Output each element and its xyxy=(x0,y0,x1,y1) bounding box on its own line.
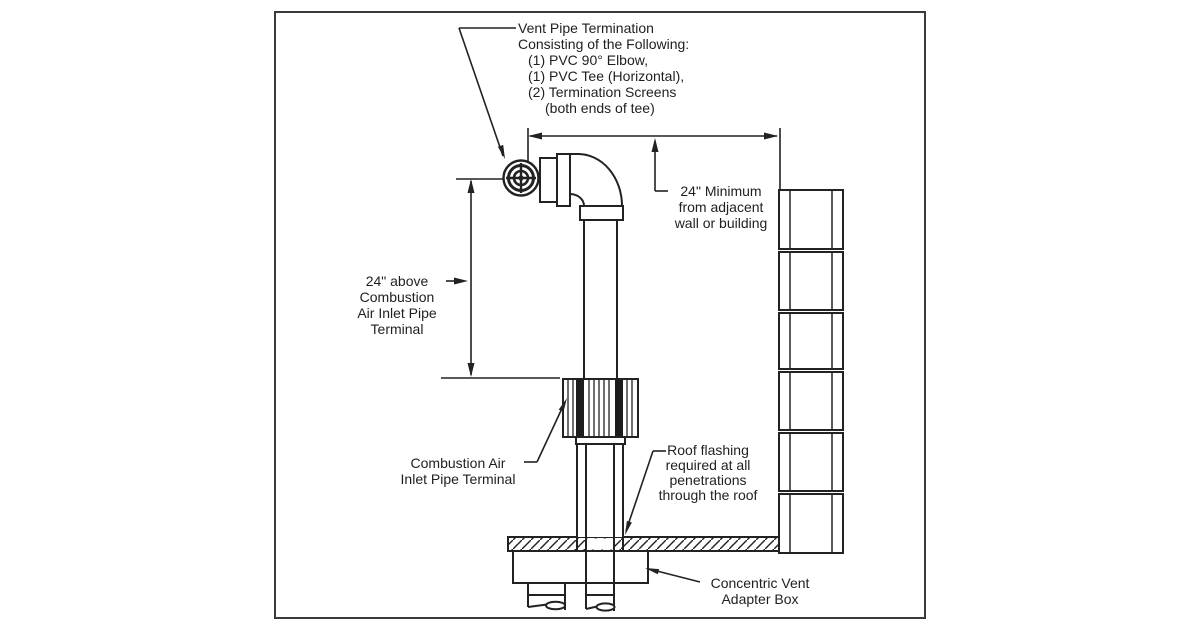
horizontal-dimension-24-min xyxy=(527,128,781,192)
label-line: Concentric Vent xyxy=(710,575,810,591)
adapter-box-pipe-stubs xyxy=(527,583,616,612)
label-line: 24" above xyxy=(365,273,429,289)
wall-block xyxy=(778,189,844,250)
label-line: 24" Minimum xyxy=(680,183,762,199)
pipe-coupling xyxy=(579,205,624,221)
label-line: (1) PVC 90° Elbow, xyxy=(528,52,648,68)
label-line: Inlet Pipe Terminal xyxy=(400,471,516,487)
label-line: wall or building xyxy=(674,215,768,231)
arrowhead xyxy=(645,568,660,575)
terminal-collar xyxy=(575,436,626,445)
label-line: Adapter Box xyxy=(721,591,799,607)
label-line: Terminal xyxy=(370,321,424,337)
roof xyxy=(507,536,780,552)
terminal-dark-band xyxy=(615,380,623,436)
leader-roof-flashing xyxy=(625,450,666,535)
wall-block xyxy=(778,432,844,492)
terminal-ribs xyxy=(567,380,633,436)
arrowhead xyxy=(497,144,505,159)
pvc-tee-hub xyxy=(539,157,558,203)
label-line: required at all xyxy=(665,457,751,473)
label-line: Consisting of the Following: xyxy=(518,36,690,52)
pvc-elbow xyxy=(569,153,624,207)
vent-pipe xyxy=(583,219,618,381)
label-line: (1) PVC Tee (Horizontal), xyxy=(528,68,685,84)
label-line: Combustion Air xyxy=(410,455,506,471)
label-line: from adjacent xyxy=(678,199,764,215)
leader-vent-termination xyxy=(458,27,516,159)
wall-block xyxy=(778,312,844,370)
label-24-minimum-from-wall: 24" Minimum from adjacent wall or buildi… xyxy=(675,183,768,231)
combustion-air-inlet-terminal xyxy=(562,378,639,445)
arrowhead-right xyxy=(454,277,468,285)
label-line: Vent Pipe Termination xyxy=(518,20,654,36)
arrowhead-left xyxy=(528,132,542,140)
arrowhead-down xyxy=(467,363,475,377)
vent-pipe-termination-assembly xyxy=(502,153,624,381)
leader-adapter-box xyxy=(645,568,701,583)
wall-block xyxy=(778,371,844,431)
label-line: through the roof xyxy=(658,487,758,503)
label-line: penetrations xyxy=(669,472,747,488)
label-roof-flashing: Roof flashing required at all penetratio… xyxy=(659,443,758,503)
concentric-pipe xyxy=(576,444,624,583)
arrowhead xyxy=(625,520,632,535)
label-combustion-air-inlet-terminal: Combustion Air Inlet Pipe Terminal xyxy=(401,455,516,487)
wall-block xyxy=(778,251,844,311)
roof-flashing-band xyxy=(507,536,780,552)
label-24-above-inlet: 24" above Combustion Air Inlet Pipe Term… xyxy=(357,273,436,337)
vertical-dimension-24-above xyxy=(441,178,560,379)
label-line: (2) Termination Screens xyxy=(528,84,677,100)
wall-block xyxy=(778,493,844,554)
label-vent-pipe-termination: Vent Pipe Termination Consisting of the … xyxy=(518,20,689,116)
concentric-vent-adapter-box xyxy=(512,550,649,584)
pvc-tee-hub xyxy=(556,153,571,207)
leader-inlet-terminal xyxy=(524,398,567,463)
adjacent-wall xyxy=(778,189,844,554)
label-line: Air Inlet Pipe xyxy=(357,305,437,321)
termination-screen xyxy=(502,159,540,197)
arrowhead-right xyxy=(764,132,778,140)
label-line: Roof flashing xyxy=(667,442,749,458)
left-pipe-stub xyxy=(527,583,566,611)
label-line: Combustion xyxy=(359,289,435,305)
label-concentric-vent-adapter-box: Concentric Vent Adapter Box xyxy=(711,575,810,607)
arrowhead-up xyxy=(651,138,659,152)
right-pipe-stub xyxy=(585,583,616,612)
label-line: (both ends of tee) xyxy=(545,100,655,116)
terminal-dark-band xyxy=(576,380,584,436)
arrowhead xyxy=(558,398,567,412)
arrowhead-up xyxy=(467,179,475,193)
